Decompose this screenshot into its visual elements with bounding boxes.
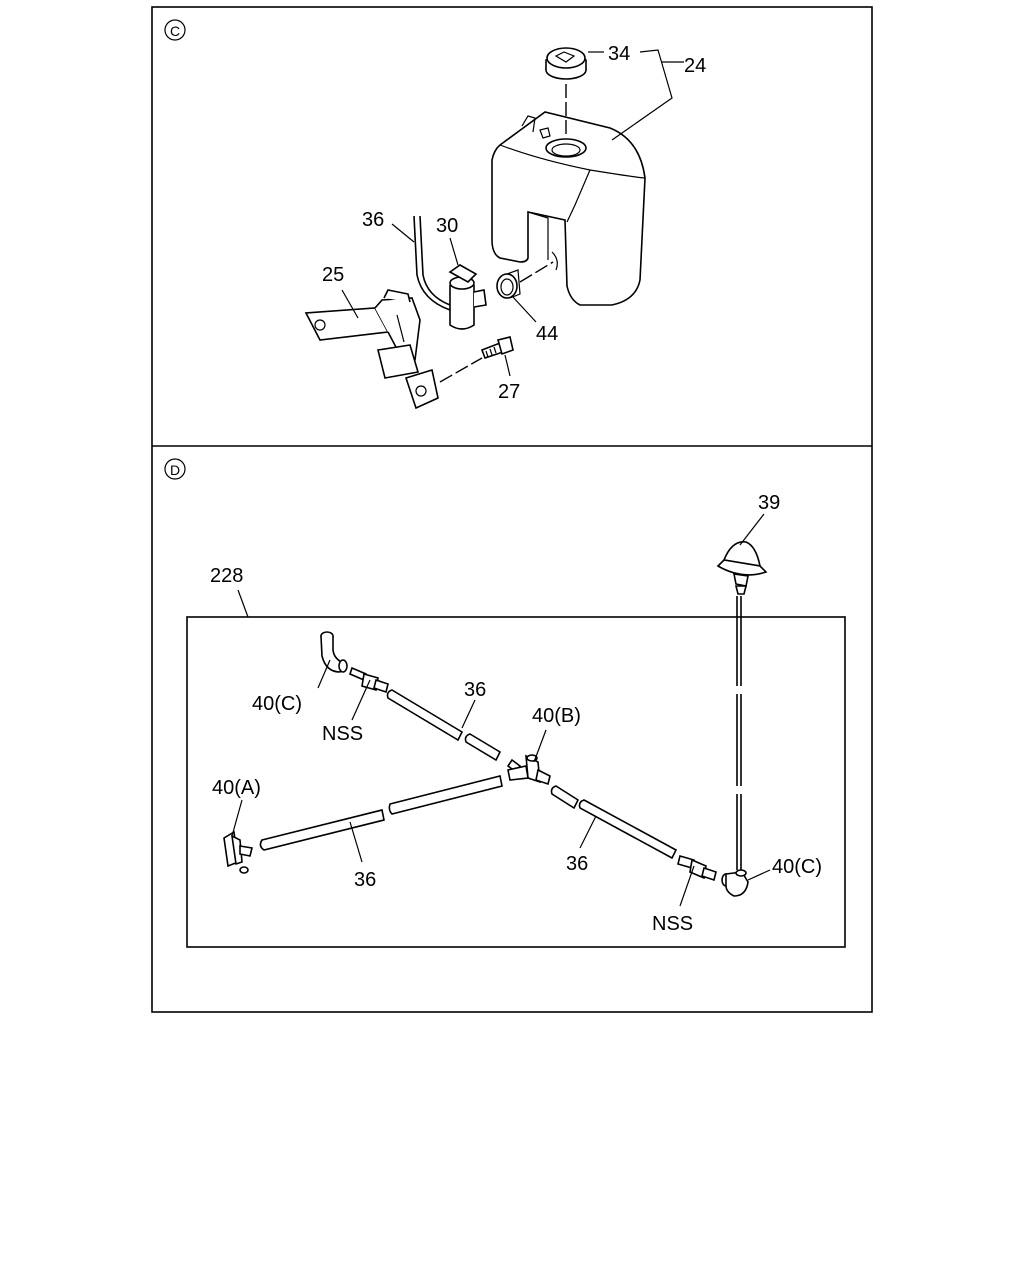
callout-25: 25 xyxy=(322,264,344,286)
nss-connector-top xyxy=(349,666,389,694)
elbow-connector-top xyxy=(320,631,348,673)
leader-36-right xyxy=(579,815,597,849)
tee-connector xyxy=(507,754,551,786)
callout-27: 27 xyxy=(498,381,520,403)
leader-nss-top xyxy=(351,679,371,721)
leader-39 xyxy=(739,513,765,546)
leader-40c-top xyxy=(317,659,331,689)
tank-cap xyxy=(545,47,587,80)
callout-40b: 40(B) xyxy=(532,705,581,727)
callout-40c-bottom: 40(C) xyxy=(772,856,822,878)
pump-hose xyxy=(413,215,451,311)
hose-segment-top-1 xyxy=(386,689,464,742)
callout-36-mid: 36 xyxy=(464,679,486,701)
leader-228 xyxy=(237,589,249,618)
callout-nss-top: NSS xyxy=(322,723,363,745)
hose-segment-top-2 xyxy=(464,733,502,762)
leader-40b xyxy=(533,729,547,763)
hose-segment-right-2 xyxy=(578,799,678,860)
callout-40a: 40(A) xyxy=(212,777,261,799)
callout-36-left: 36 xyxy=(354,869,376,891)
leader-30 xyxy=(449,237,459,266)
bolt-dash-line xyxy=(439,357,483,383)
washer-nozzle xyxy=(716,541,768,595)
callout-24: 24 xyxy=(684,55,706,77)
callout-30: 30 xyxy=(436,215,458,237)
hose-assembly-box xyxy=(186,616,846,948)
leader-27 xyxy=(504,354,511,377)
callout-40c-top: 40(C) xyxy=(252,693,302,715)
hose-segment-left-1 xyxy=(388,775,503,815)
leader-36-mid xyxy=(461,699,476,729)
bolt xyxy=(480,336,514,360)
callout-44: 44 xyxy=(536,323,558,345)
leader-36-left xyxy=(349,821,363,863)
hose-break-2 xyxy=(734,786,744,794)
tank-outlet-mark xyxy=(551,251,558,271)
grommet-dash-line xyxy=(519,261,554,283)
leader-40c-bottom xyxy=(747,869,771,881)
outer-frame xyxy=(151,6,873,1013)
hose-break-1 xyxy=(734,686,744,694)
section-d-marker: D xyxy=(164,458,186,480)
leader-25 xyxy=(341,289,359,319)
callout-nss-bottom: NSS xyxy=(652,913,693,935)
washer-tank xyxy=(491,111,646,306)
leader-24-bracket xyxy=(611,49,673,141)
section-c-letter: C xyxy=(170,23,180,39)
callout-36-top: 36 xyxy=(362,209,384,231)
section-c-marker: C xyxy=(164,19,186,41)
section-d-letter: D xyxy=(170,462,180,478)
grommet xyxy=(496,269,521,299)
leader-nss-bottom xyxy=(679,865,695,907)
leader-44 xyxy=(511,295,537,323)
nss-connector-bottom xyxy=(677,855,717,882)
side-connector xyxy=(223,830,253,874)
elbow-connector-bottom xyxy=(721,869,749,897)
pump-bracket xyxy=(304,289,439,410)
callout-228: 228 xyxy=(210,565,243,587)
callout-34: 34 xyxy=(608,43,630,65)
leader-36-top xyxy=(391,223,415,243)
washer-pump xyxy=(448,264,487,330)
hose-segment-right-1 xyxy=(550,785,580,810)
callout-39: 39 xyxy=(758,492,780,514)
hose-segment-left-2 xyxy=(259,809,385,851)
callout-36-right: 36 xyxy=(566,853,588,875)
leader-40a xyxy=(231,799,243,837)
